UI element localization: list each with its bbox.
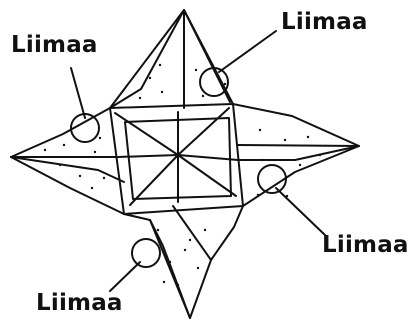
ray-2 — [178, 155, 236, 196]
stipple-dots — [44, 57, 321, 286]
ray-7 — [118, 155, 178, 157]
glue-circle-bottom-right — [258, 165, 286, 193]
ray-1 — [115, 113, 178, 155]
glue-label-top-right: Liimaa — [281, 11, 368, 34]
glue-label-top-left: Liimaa — [11, 34, 98, 57]
inner-square-top — [110, 104, 233, 108]
leader-bottom-left — [110, 262, 140, 291]
glue-label-bottom-left: Liimaa — [36, 292, 123, 315]
leader-top-right — [219, 31, 276, 72]
leader-top-left — [71, 68, 85, 118]
inner-square-left — [110, 108, 124, 214]
leader-bottom-right — [276, 188, 326, 236]
inner-square-bottom — [124, 206, 243, 214]
fold-left-lower — [11, 157, 124, 182]
ray-4 — [178, 108, 229, 155]
inner-square-right — [233, 104, 243, 206]
glue-circle-bottom-left — [132, 239, 160, 267]
fold-top-right — [184, 10, 230, 102]
fold-right-upper — [237, 145, 359, 146]
fold-bottom-right — [173, 206, 211, 260]
glue-label-bottom-right: Liimaa — [322, 234, 409, 257]
